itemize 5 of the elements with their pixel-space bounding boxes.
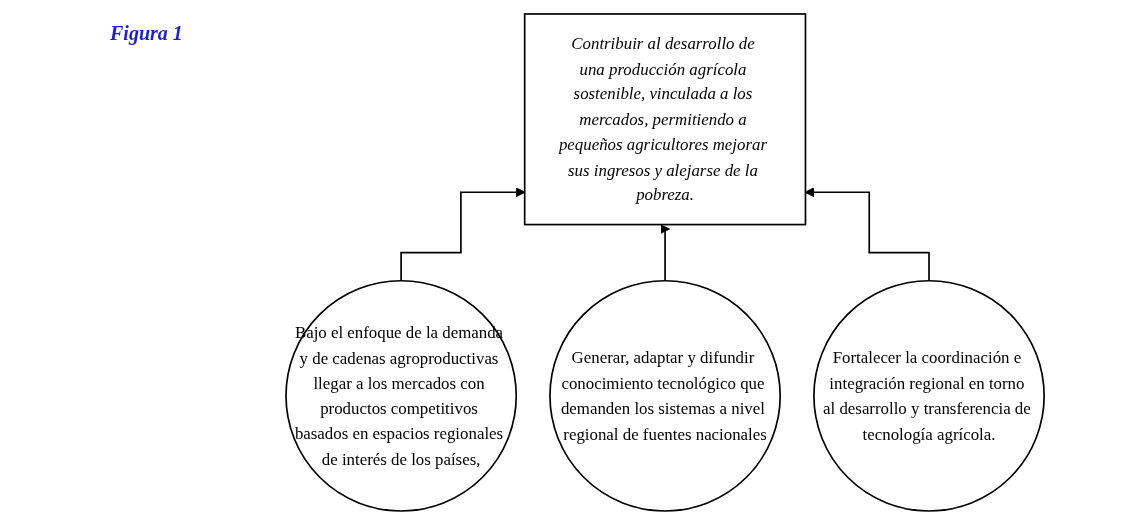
- node-box: Contribuir al desarrollo de una producción agrícola sostenible, vinculada a los mercados, permitiendo a pequeños agricultores mejorar sus ingresos y alejarse de la pobreza.: [523, 13, 807, 226]
- arrow: [660, 224, 670, 282]
- figure-title: Figura 1: [110, 22, 183, 45]
- node-circle: Generar, adaptar y difundir conocimiento tecnológico que demanden los sistemas a nivel regional de fuentes nacionales: [549, 279, 781, 512]
- node-circle: Fortalecer la coordinación e integración regional en torno al desarrollo y transferencia de tecnología agrícola.: [813, 279, 1045, 512]
